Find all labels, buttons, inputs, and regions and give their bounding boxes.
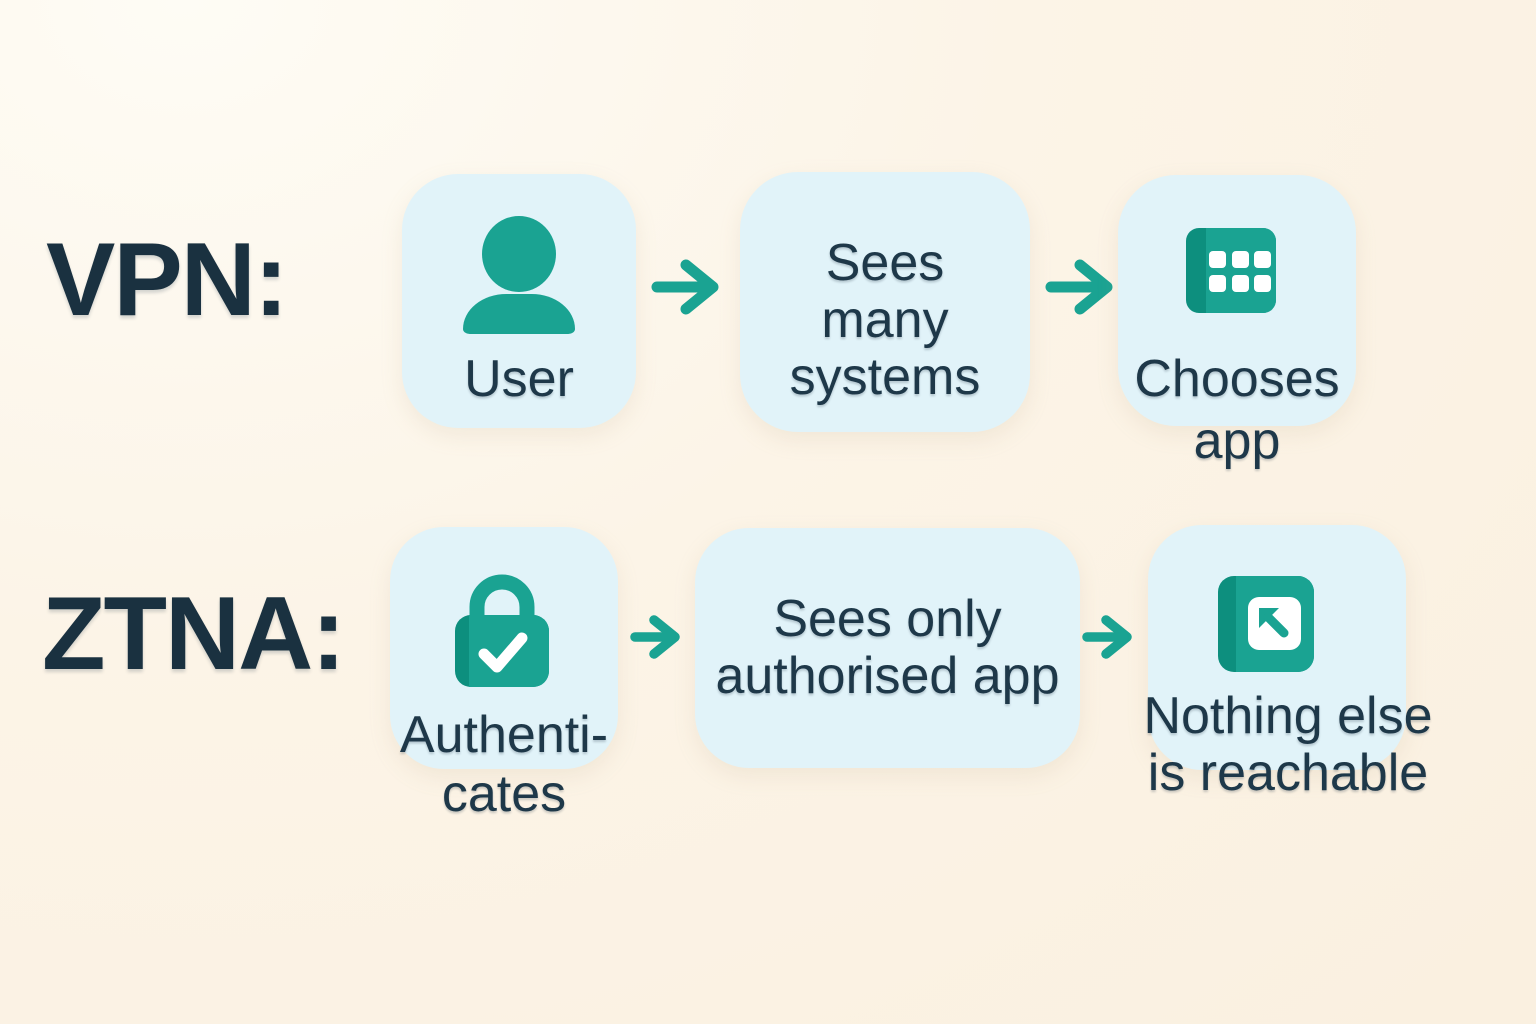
user-icon-body: [463, 294, 575, 334]
lock-check-icon: [455, 574, 549, 687]
nothing-else-caption: Nothing else is reachable: [1128, 688, 1448, 802]
sees-many-systems-text: Sees many systems: [740, 190, 1030, 450]
sees-many-line-3: systems: [789, 347, 981, 406]
vpn-row-label: VPN:: [46, 222, 288, 338]
sees-many-line-2: many: [821, 290, 949, 349]
arrow-right-icon: [1082, 615, 1132, 659]
user-icon-head: [482, 216, 556, 292]
chooses-app-line-1: Chooses: [1134, 350, 1340, 408]
arrow-right-icon: [1045, 259, 1113, 315]
ztna-row-label: ZTNA:: [42, 576, 346, 692]
app-restricted-icon: [1218, 576, 1314, 672]
card-sees-many-systems: Sees many systems: [740, 172, 1030, 432]
arrow-right-icon: [630, 615, 680, 659]
sees-only-line-2: authorised app: [715, 647, 1060, 705]
chooses-app-line-2: app: [1193, 412, 1281, 470]
sees-only-text: Sees only authorised app: [695, 528, 1080, 768]
card-sees-only-authorised-app: Sees only authorised app: [695, 528, 1080, 768]
sees-only-line-1: Sees only: [773, 590, 1002, 648]
nothing-else-line-2: is reachable: [1147, 744, 1429, 802]
authenticates-line-1: Authenti-: [399, 706, 609, 764]
sees-many-line-1: Sees: [825, 233, 945, 292]
authenticates-caption: Authenti- cates: [370, 706, 638, 824]
arrow-right-icon: [651, 259, 719, 315]
chooses-app-caption: Chooses app: [1118, 348, 1356, 472]
authenticates-line-2: cates: [441, 765, 567, 823]
app-grid-icon: [1186, 228, 1276, 313]
user-caption: User: [464, 350, 574, 408]
nothing-else-line-1: Nothing else: [1143, 687, 1433, 745]
